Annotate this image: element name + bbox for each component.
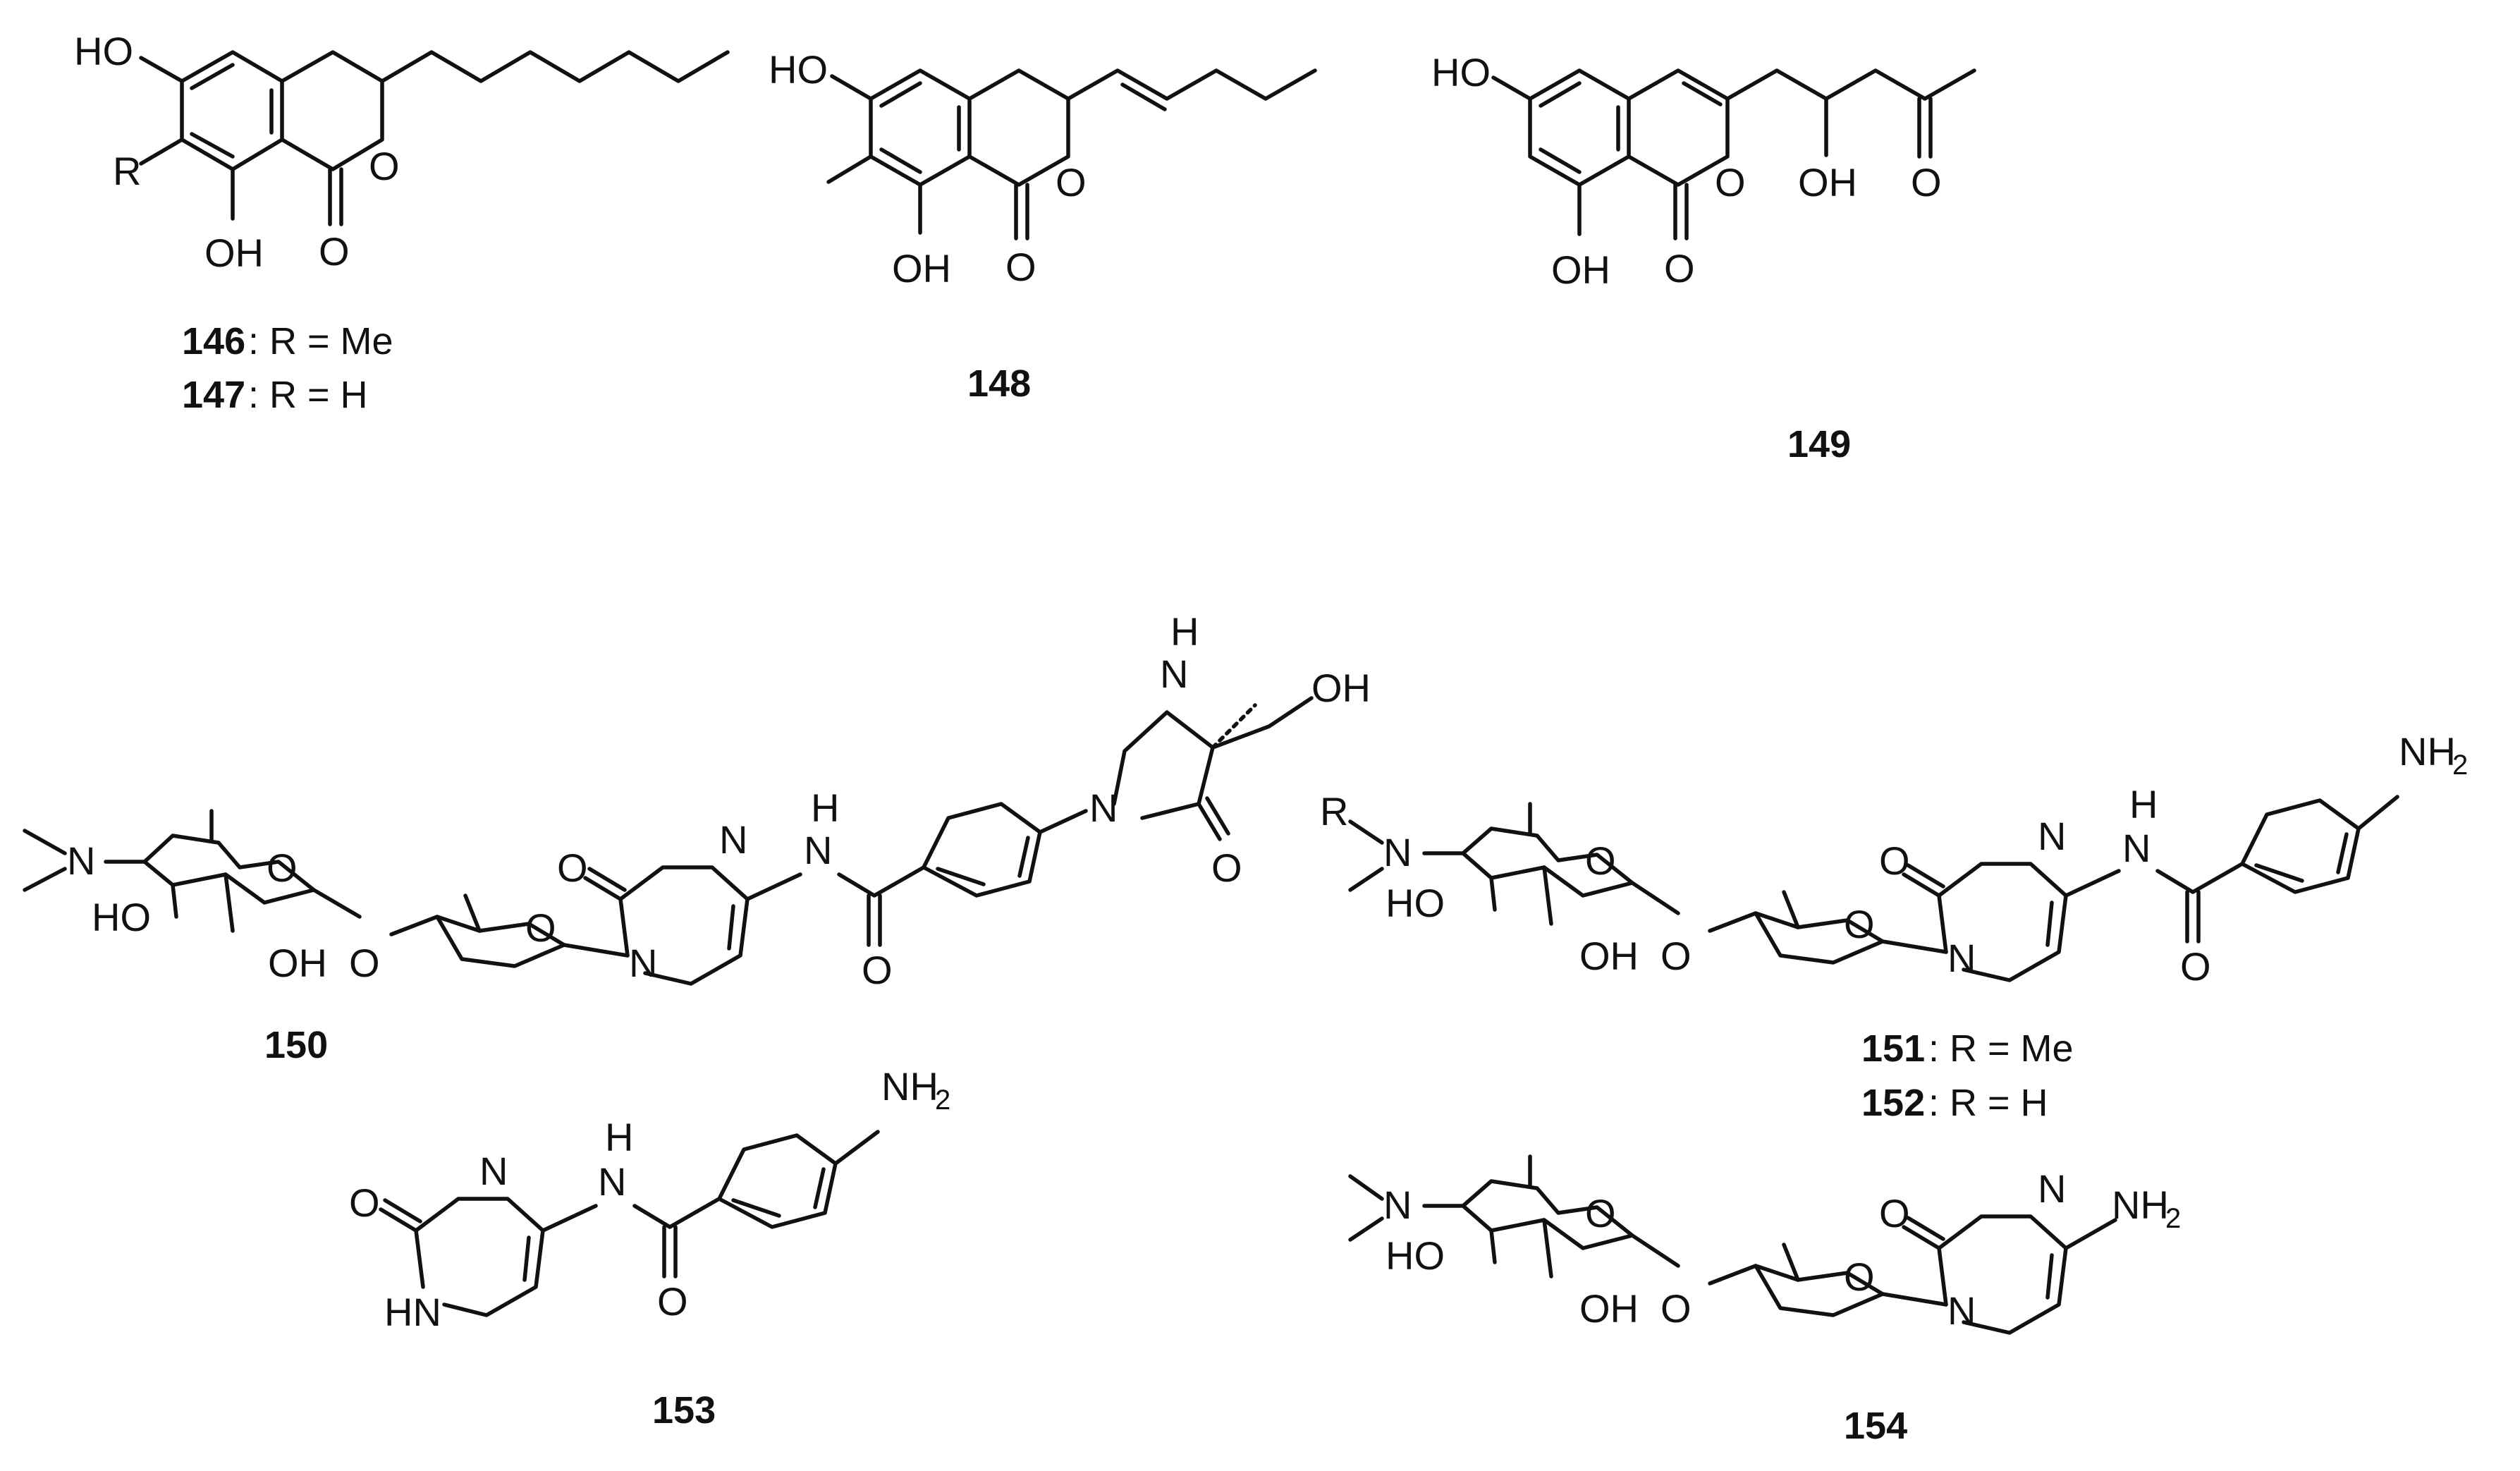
caption-150-number: 150 [264,1024,328,1066]
atom-ho: HO [769,47,828,92]
atom-n: N [2038,814,2066,858]
atom-nh2-subscript: 2 [2165,1203,2181,1234]
atom-o: O [1844,1255,1875,1299]
atom-r: R [113,149,141,193]
atom-oh: OH [892,246,951,291]
atom-o: O [862,948,893,992]
atom-o: O [1715,160,1746,205]
atom-n: N [479,1149,508,1193]
atom-o: O [557,846,588,890]
atom-nh2-subscript: 2 [2452,750,2468,781]
caption-151-number: 151 [1861,1027,1925,1070]
atom-o: O [1005,245,1036,289]
caption-154-number: 154 [1844,1405,1907,1447]
structure-148: HO OH O O 148 [769,47,1317,405]
atom-n: N [629,941,657,985]
atom-o: O [1585,1191,1616,1235]
atom-o: O [525,905,556,950]
atom-ho: HO [1386,881,1445,925]
atom-n: N [1383,1183,1412,1227]
caption-152-number: 152 [1861,1082,1925,1124]
atom-n: N [2122,826,2151,870]
atom-oh: OH [204,231,264,275]
atom-o: O [2180,944,2211,989]
atom-o: O [349,1180,380,1225]
atom-nh2-subscript: 2 [935,1085,950,1116]
caption-151-text: : R = Me [1928,1027,2074,1070]
caption-146-number: 146 [182,320,245,362]
atom-o: O [1056,160,1087,205]
atom-ho: HO [92,895,151,939]
atom-n: N [1947,936,1976,980]
atom-o: O [1844,902,1875,946]
atom-n: N [719,817,747,862]
atom-o: O [1911,160,1942,205]
atom-n: N [1160,652,1188,696]
caption-147-text: : R = H [248,374,368,416]
atom-ho: HO [1386,1233,1445,1278]
atom-nh2: NH [881,1064,938,1109]
atom-o: O [369,144,400,188]
caption-146-text: : R = Me [248,320,393,362]
atom-nh2: NH [2112,1183,2169,1227]
atom-n: N [1383,830,1412,874]
atom-o: O [267,846,298,890]
atom-o: O [349,941,380,985]
atom-o: O [1211,846,1242,890]
atom-n: N [1947,1288,1976,1333]
structure-151-152: R N HO OH O O O N O N H N O NH 2 151 : R… [1320,729,2468,1124]
caption-152-text: : R = H [1928,1082,2048,1124]
structure-154: N HO OH O O O N O N NH 2 154 [1348,1154,2181,1447]
atom-o: O [1660,934,1692,978]
atom-o: O [1879,838,1910,883]
caption-147-number: 147 [182,374,245,416]
atom-oh: OH [1579,934,1639,978]
atom-n: N [598,1159,626,1204]
atom-h: H [2129,782,2158,826]
atom-h: H [605,1115,633,1159]
atom-hn: HN [384,1290,441,1334]
atom-oh: OH [1311,666,1371,710]
atom-oh: OH [1579,1286,1639,1331]
bonds-146-ring [180,50,284,171]
atom-h: H [1170,609,1199,654]
structure-149: HO OH O O OH O 149 [1431,50,1976,465]
caption-149-number: 149 [1787,423,1851,465]
atom-r: R [1320,789,1348,834]
atom-oh: OH [268,941,327,985]
structure-150: N HO OH O O O N O N H N O N H N O OH 150 [23,609,1371,1066]
atom-o: O [657,1279,688,1324]
atom-n: N [804,828,832,872]
caption-153-number: 153 [652,1389,716,1432]
atom-o: O [1664,246,1695,291]
atom-n: N [1089,786,1118,830]
atom-ho: HO [74,29,133,73]
atom-o: O [1879,1191,1910,1235]
structure-146-147: HO R OH O O 146 : R = Me 147 : R = H [74,29,730,416]
atom-ho: HO [1431,50,1491,94]
atom-nh2: NH [2399,729,2456,774]
atom-o: O [1660,1286,1692,1331]
caption-148-number: 148 [967,362,1031,405]
structure-153: O N HN H N O NH 2 153 [349,1064,950,1432]
atom-h: H [811,786,839,830]
atom-o: O [1585,838,1616,883]
atom-n: N [2038,1166,2066,1211]
atom-oh: OH [1551,248,1610,292]
atom-n: N [67,838,95,883]
atom-oh: OH [1798,160,1857,205]
atom-o: O [319,229,350,274]
